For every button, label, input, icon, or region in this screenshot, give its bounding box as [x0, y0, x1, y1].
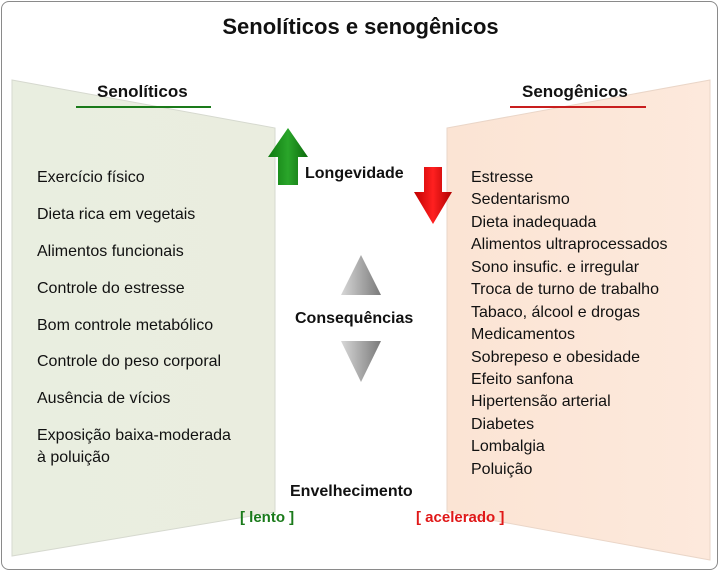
list-item: Estresse	[471, 169, 534, 186]
slow-label: [ lento ]	[240, 509, 295, 526]
red-down-arrow-icon	[414, 167, 452, 224]
senogenics-heading: Senogênicos	[522, 82, 628, 101]
list-item: Lombalgia	[471, 438, 545, 455]
list-item: Efeito sanfona	[471, 371, 574, 388]
list-item: Bom controle metabólico	[37, 317, 214, 334]
accelerated-label: [ acelerado ]	[416, 509, 505, 526]
list-item: Sono insufic. e irregular	[471, 259, 640, 276]
page-title: Senolíticos e senogênicos	[222, 14, 499, 39]
list-item: Poluição	[471, 461, 533, 478]
list-item: Sedentarismo	[471, 191, 570, 208]
list-item: Exposição baixa-moderada	[37, 427, 231, 444]
list-item: Dieta inadequada	[471, 214, 597, 231]
list-item: Diabetes	[471, 416, 535, 433]
list-item: Dieta rica em vegetais	[37, 206, 196, 223]
list-item: Alimentos funcionais	[37, 243, 184, 260]
longevity-label: Longevidade	[305, 165, 404, 182]
list-item: Controle do peso corporal	[37, 353, 222, 370]
list-item: Troca de turno de trabalho	[471, 281, 659, 298]
list-item: Sobrepeso e obesidade	[471, 349, 641, 366]
list-item: Tabaco, álcool e drogas	[471, 304, 640, 321]
green-up-arrow-icon	[268, 128, 308, 185]
senogenics-panel	[446, 79, 711, 561]
gray-down-triangle-icon	[341, 341, 381, 382]
senolytics-panel	[11, 79, 276, 557]
consequences-label: Consequências	[295, 310, 414, 327]
list-item: Exercício físico	[37, 169, 145, 186]
aging-label: Envelhecimento	[290, 483, 413, 500]
senolytics-heading: Senolíticos	[97, 82, 188, 101]
list-item: Controle do estresse	[37, 280, 185, 297]
list-item: à poluição	[37, 449, 110, 466]
list-item: Hipertensão arterial	[471, 393, 611, 410]
list-item: Ausência de vícios	[37, 390, 171, 407]
list-item: Medicamentos	[471, 326, 576, 343]
list-item: Alimentos ultraprocessados	[471, 236, 668, 253]
gray-up-triangle-icon	[341, 255, 381, 295]
